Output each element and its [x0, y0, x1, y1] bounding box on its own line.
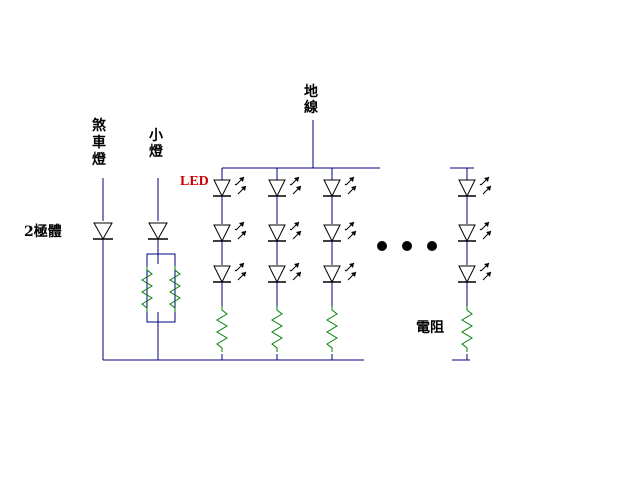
ellipsis-dot-1: [377, 241, 387, 251]
small-light-label: 小燈: [149, 128, 164, 160]
ellipsis-dots: [377, 241, 437, 251]
brake-light-label: 煞車燈: [92, 117, 107, 168]
led-label: LED: [180, 174, 209, 189]
parallel-resistors: [141, 254, 181, 322]
led-column-1: [212, 175, 260, 354]
resistor-label: 電阻: [416, 319, 444, 336]
led-column-2: [267, 175, 315, 354]
led-column-n: [457, 175, 505, 354]
diode-label: 2極體: [24, 223, 62, 240]
led-column-3: [322, 175, 370, 354]
ground-label: 地線: [304, 83, 318, 116]
ellipsis-dot-3: [427, 241, 437, 251]
brake-light-diode: [92, 221, 114, 240]
ellipsis-dot-2: [402, 241, 412, 251]
small-light-diode: [147, 221, 169, 240]
